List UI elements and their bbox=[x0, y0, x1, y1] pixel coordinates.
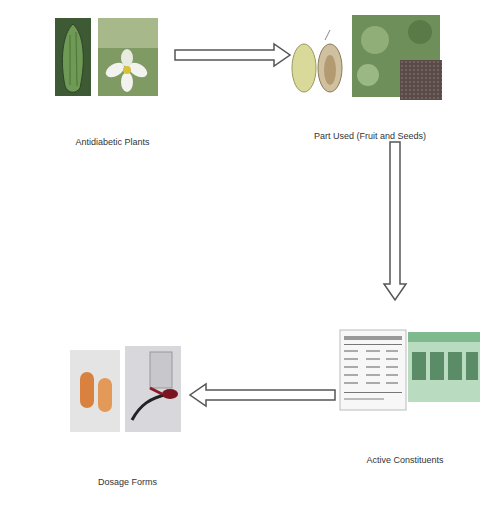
seed-photo bbox=[352, 15, 442, 100]
image-group: Antidiabetic Plants bbox=[50, 12, 175, 148]
image-group: Dosage Forms bbox=[65, 340, 190, 488]
plant-photo bbox=[55, 18, 91, 96]
node-caption: Antidiabetic Plants bbox=[50, 137, 175, 148]
image-group: Part Used (Fruit and Seeds) bbox=[290, 12, 450, 142]
node-caption: Part Used (Fruit and Seeds) bbox=[290, 131, 450, 142]
fruit-photo bbox=[292, 30, 342, 92]
node-caption: Dosage Forms bbox=[65, 477, 190, 488]
chart-panel bbox=[408, 332, 480, 402]
node-caption: Active Constituents bbox=[335, 455, 475, 466]
block-arrow bbox=[190, 384, 335, 406]
table-image bbox=[340, 330, 406, 410]
image-group: Active Constituents bbox=[335, 300, 475, 466]
capsule-photo bbox=[70, 350, 120, 432]
block-arrow bbox=[384, 142, 406, 300]
block-arrow bbox=[175, 44, 290, 66]
syrup-photo bbox=[125, 346, 181, 432]
flower-photo bbox=[98, 18, 158, 96]
